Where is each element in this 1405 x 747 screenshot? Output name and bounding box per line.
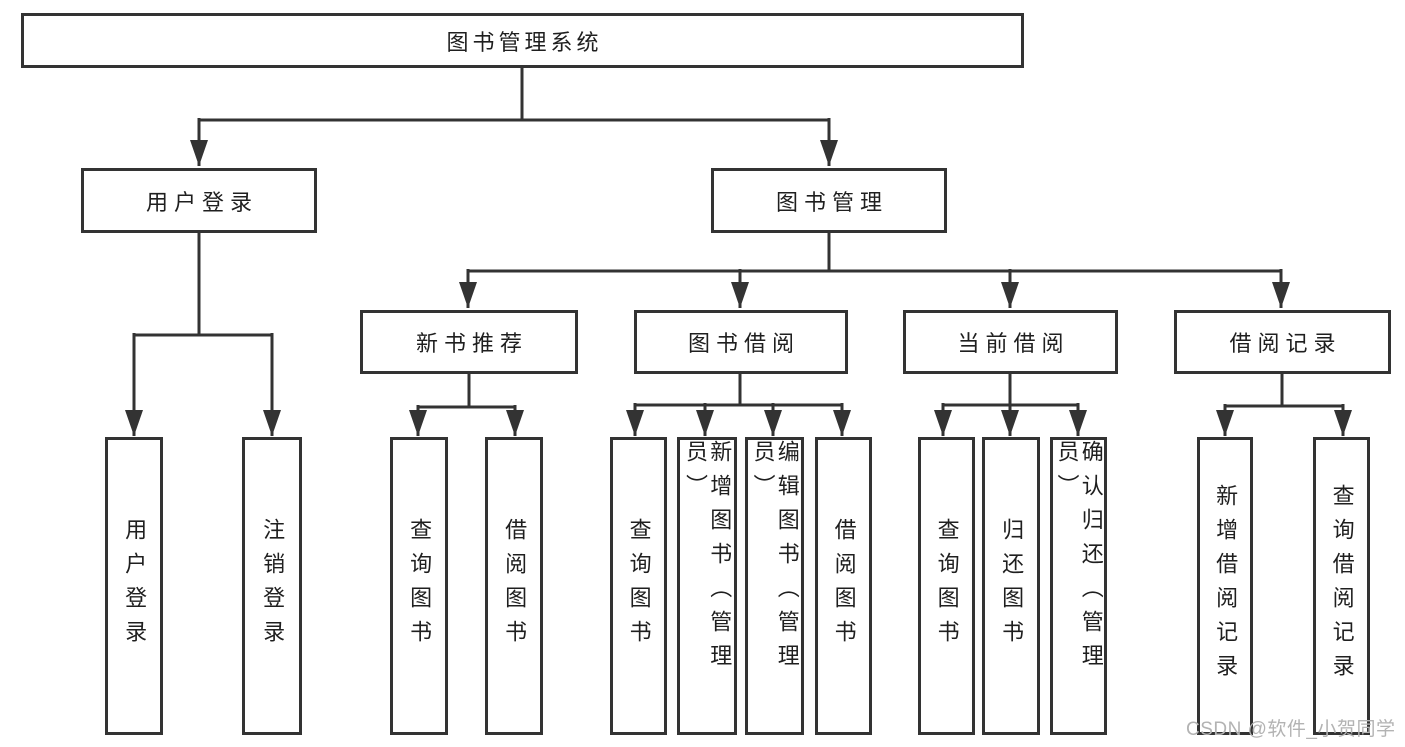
node-book-management: 图书管理 — [711, 168, 947, 233]
leaf-return-book-label: 归还图书 — [999, 518, 1025, 654]
leaf-add-borrow-record: 新增借阅记录 — [1197, 437, 1253, 735]
leaf-query-books-3: 查询图书 — [918, 437, 975, 735]
leaf-edit-book-admin: 编辑图书（管理员） — [745, 437, 804, 735]
leaf-confirm-return-admin: 确认归还（管理员） — [1050, 437, 1107, 735]
leaf-query-books-2: 查询图书 — [610, 437, 667, 735]
node-borrow-records: 借阅记录 — [1174, 310, 1391, 374]
node-book-borrow: 图书借阅 — [634, 310, 848, 374]
node-new-book-recommend: 新书推荐 — [360, 310, 578, 374]
leaf-query-books-2-label: 查询图书 — [626, 518, 652, 654]
leaf-borrow-books-2: 借阅图书 — [815, 437, 872, 735]
leaf-logout-label: 注销登录 — [260, 518, 286, 654]
leaf-add-book-admin: 新增图书（管理员） — [677, 437, 737, 735]
leaf-query-books-1: 查询图书 — [390, 437, 448, 735]
leaf-user-login: 用户登录 — [105, 437, 163, 735]
leaf-return-book: 归还图书 — [982, 437, 1040, 735]
leaf-logout: 注销登录 — [242, 437, 302, 735]
leaf-borrow-books-1-label: 借阅图书 — [502, 518, 528, 654]
csdn-watermark: CSDN @软件_小贺同学 — [1186, 719, 1396, 740]
leaf-borrow-books-2-label: 借阅图书 — [831, 518, 857, 654]
leaf-add-book-admin-label: 新增图书（管理员） — [683, 440, 733, 678]
node-root: 图书管理系统 — [21, 13, 1024, 68]
node-current-borrow: 当前借阅 — [903, 310, 1118, 374]
leaf-confirm-return-admin-label: 确认归还（管理员） — [1054, 440, 1104, 678]
leaf-edit-book-admin-label: 编辑图书（管理员） — [750, 440, 800, 678]
leaf-query-books-1-label: 查询图书 — [407, 518, 433, 654]
leaf-query-borrow-record-label: 查询借阅记录 — [1329, 484, 1355, 688]
leaf-query-borrow-record: 查询借阅记录 — [1313, 437, 1370, 735]
leaf-borrow-books-1: 借阅图书 — [485, 437, 543, 735]
leaf-add-borrow-record-label: 新增借阅记录 — [1213, 484, 1239, 688]
leaf-query-books-3-label: 查询图书 — [934, 518, 960, 654]
node-user-login: 用户登录 — [81, 168, 317, 233]
leaf-user-login-label: 用户登录 — [122, 518, 148, 654]
